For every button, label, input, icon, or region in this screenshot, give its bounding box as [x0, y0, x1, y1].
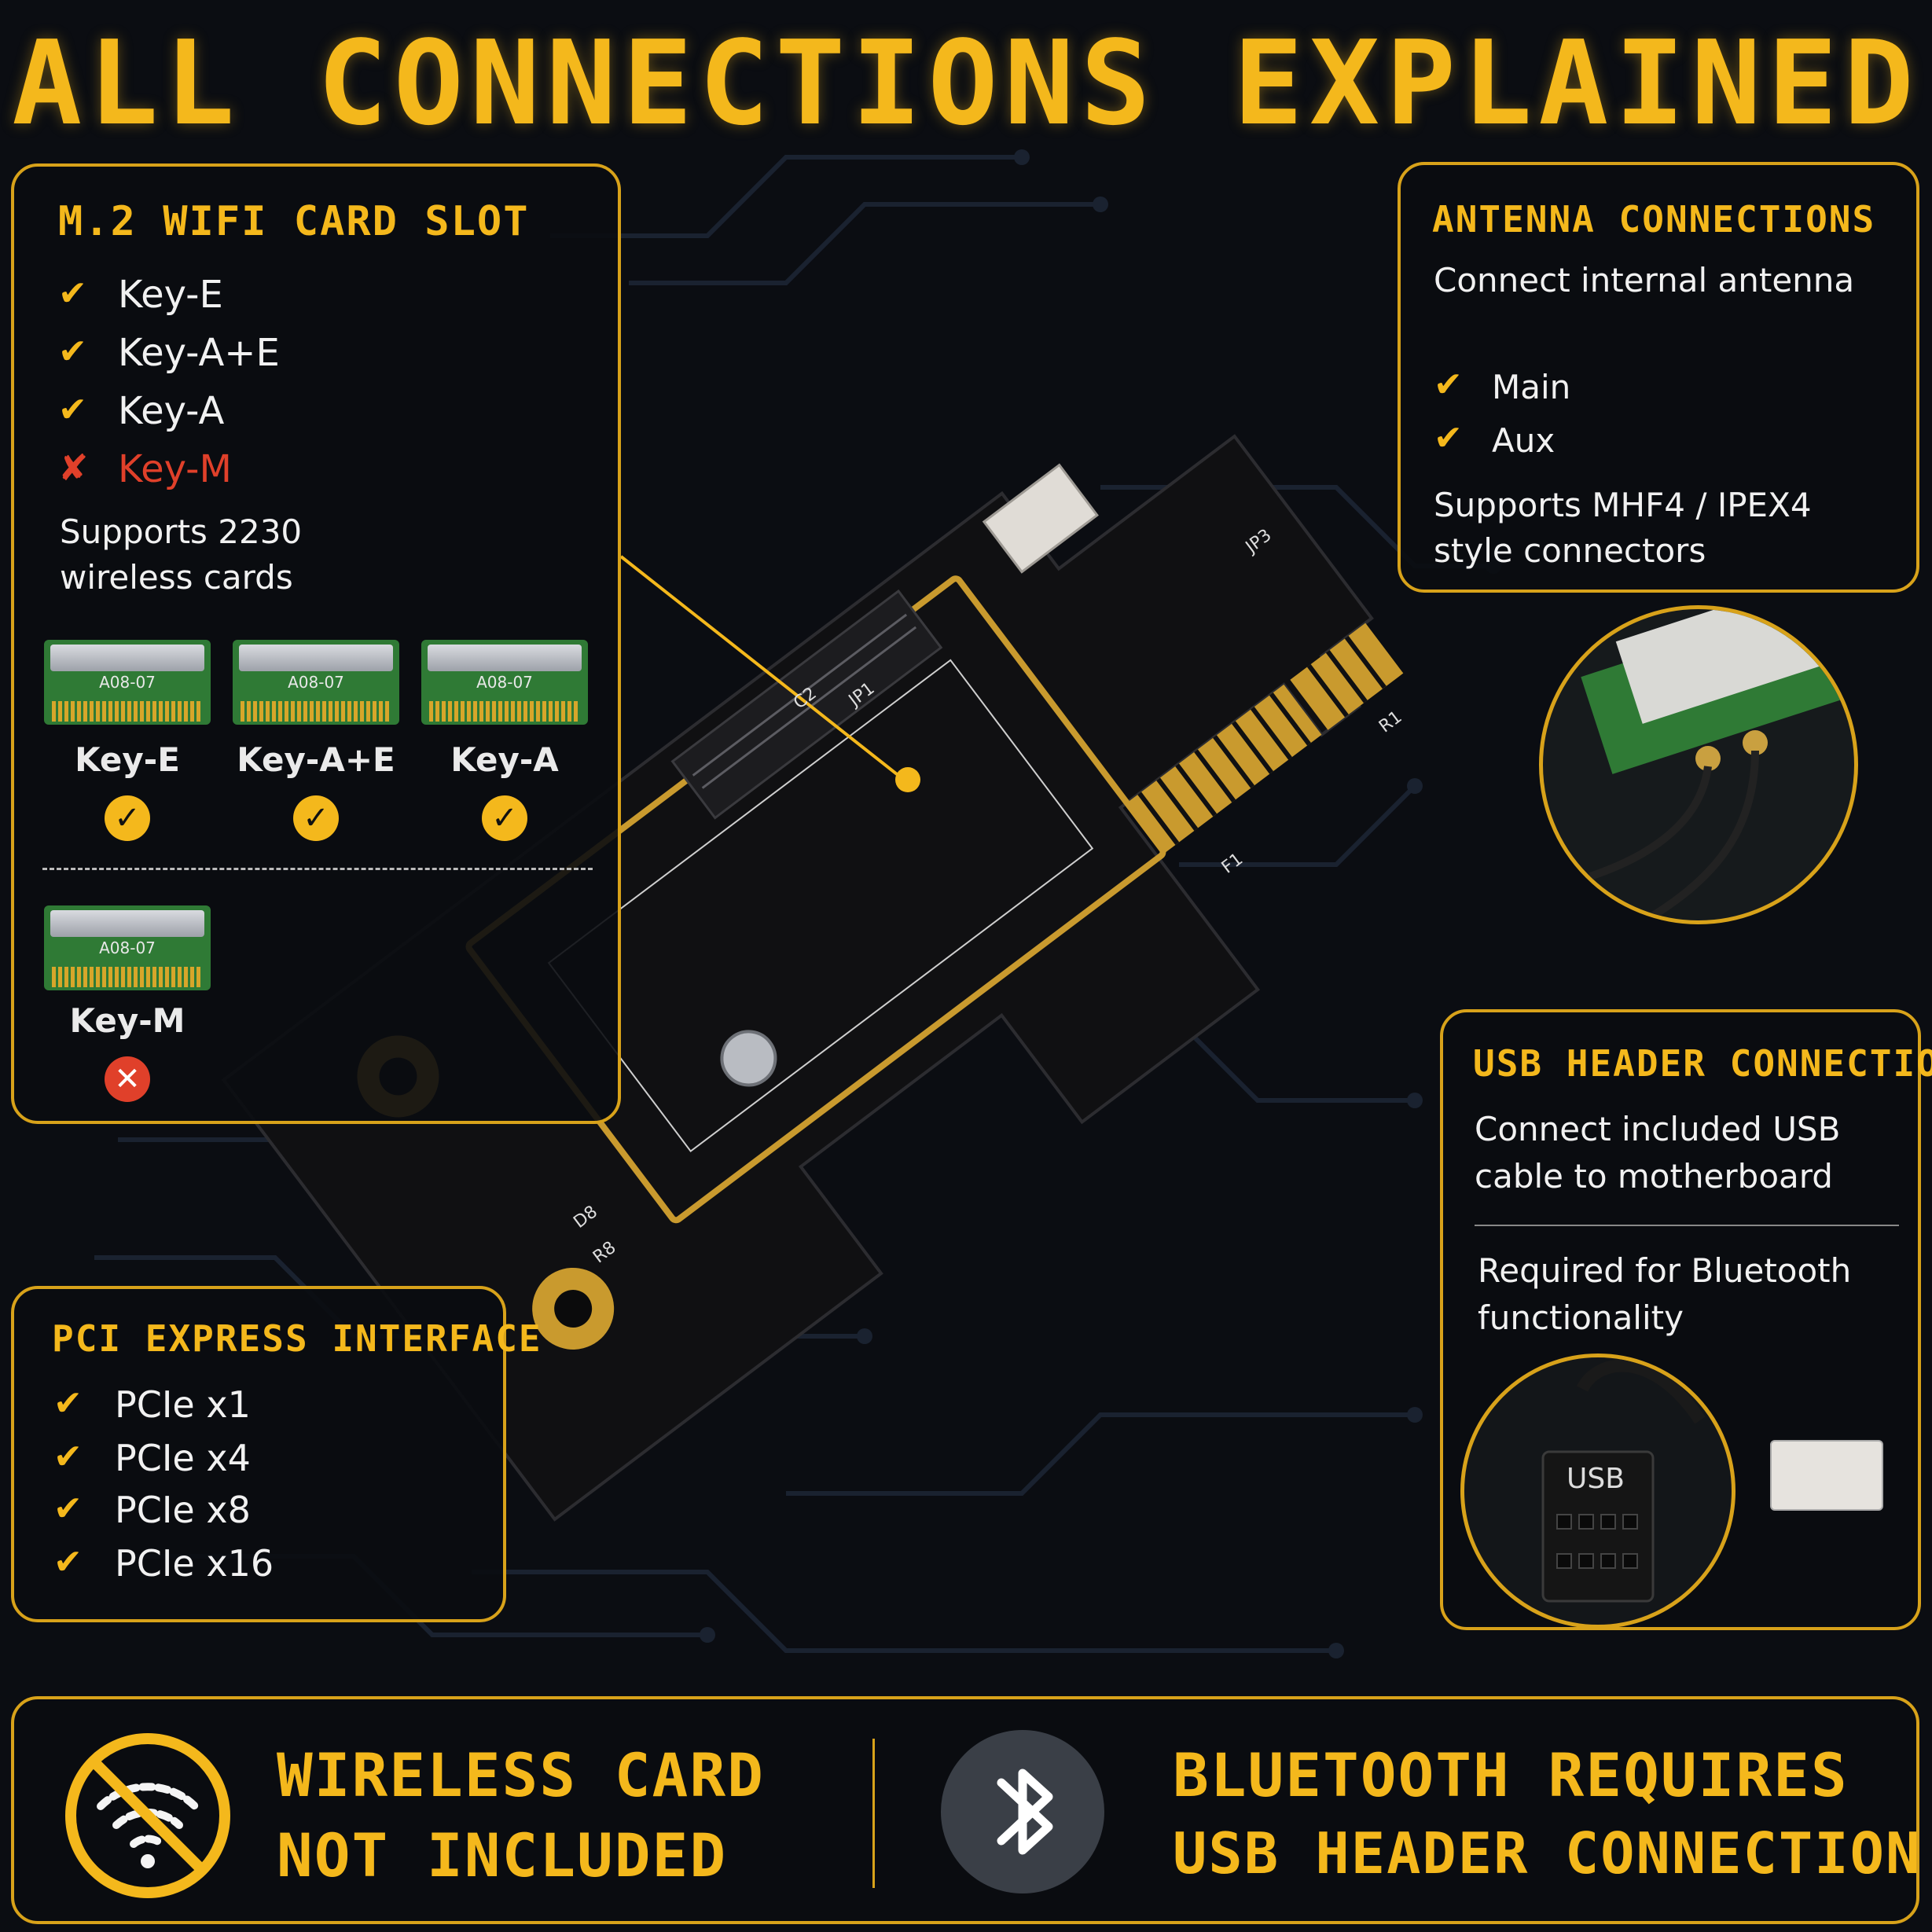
check-icon: ✔ — [1434, 418, 1463, 458]
callout-dot — [895, 767, 920, 792]
antenna-photo — [1539, 605, 1858, 924]
check-icon: ✔ — [58, 332, 87, 372]
antenna-cable-illustration — [1581, 609, 1854, 920]
antenna-note-line2: style connectors — [1434, 531, 1706, 570]
pcie-gold-fingers — [1126, 684, 1322, 854]
pcie-x16-label: PCIe x16 — [115, 1542, 274, 1585]
check-icon: ✔ — [53, 1542, 83, 1582]
key-e-label: Key-E — [118, 273, 223, 317]
card-key-a-label: Key-A — [450, 740, 559, 779]
screw — [720, 1030, 777, 1087]
m2-slot-heading: M.2 WIFI CARD SLOT — [58, 198, 530, 245]
m2-note-line1: Supports 2230 — [60, 512, 303, 551]
callout-line — [619, 555, 905, 781]
pcie-panel: PCI EXPRESS INTERFACE ✔ PCIe x1 ✔ PCIe x… — [11, 1286, 541, 1622]
usb-heading: USB HEADER CONNECTION — [1473, 1042, 1932, 1085]
key-a-label: Key-A — [118, 389, 225, 433]
divider — [42, 868, 593, 870]
usb-plug — [1770, 1440, 1883, 1511]
footer-banner: WIRELESS CARD NOT INCLUDED BLUETOOTH REQ… — [11, 1696, 1919, 1924]
antenna-heading: ANTENNA CONNECTIONS — [1432, 198, 1876, 241]
bluetooth-icon — [941, 1730, 1104, 1893]
no-wifi-icon — [65, 1733, 230, 1898]
antenna-main-label: Main — [1492, 368, 1571, 406]
antenna-subtitle: Connect internal antenna — [1434, 261, 1855, 299]
check-icon: ✔ — [58, 274, 87, 314]
footer-right-line2: USB HEADER CONNECTION — [1173, 1820, 1922, 1886]
supported-check-icon: ✓ — [293, 795, 339, 841]
pcie-heading: PCI EXPRESS INTERFACE — [52, 1317, 542, 1360]
footer-left-line2: NOT INCLUDED — [277, 1820, 728, 1890]
key-m-label: Key-M — [118, 447, 232, 491]
m2-note-line2: wireless cards — [60, 558, 293, 597]
check-icon: ✔ — [58, 390, 87, 430]
key-ae-label: Key-A+E — [118, 331, 280, 375]
cross-icon: ✘ — [58, 446, 89, 489]
unsupported-cross-icon: ✕ — [105, 1056, 150, 1102]
usb-header-illustration — [1541, 1359, 1706, 1603]
card-key-ae-label: Key-A+E — [237, 740, 395, 779]
usb-line1: Connect included USB — [1475, 1110, 1841, 1148]
supported-check-icon: ✓ — [105, 795, 150, 841]
card-key-e-image: A08-07 — [44, 640, 211, 725]
usb-cable-photo: USB — [1460, 1354, 1735, 1629]
page-title: ALL CONNECTIONS EXPLAINED — [12, 16, 1920, 151]
footer-divider — [872, 1739, 875, 1888]
usb-connector-label: USB — [1567, 1463, 1625, 1495]
usb-line3: Required for Bluetooth — [1478, 1251, 1852, 1290]
divider — [1475, 1225, 1899, 1226]
check-icon: ✔ — [53, 1489, 83, 1529]
footer-right-line1: BLUETOOTH REQUIRES — [1173, 1740, 1849, 1810]
m2-slot-panel: M.2 WIFI CARD SLOT ✔ Key-E ✔ Key-A+E ✔ K… — [11, 163, 621, 1124]
footer-left-line1: WIRELESS CARD — [277, 1740, 765, 1810]
usb-header-socket — [982, 463, 1099, 574]
usb-line2: cable to motherboard — [1475, 1157, 1833, 1196]
supported-check-icon: ✓ — [482, 795, 527, 841]
pcie-x1-label: PCIe x1 — [115, 1383, 251, 1426]
check-icon: ✔ — [53, 1383, 83, 1423]
pcie-x8-label: PCIe x8 — [115, 1489, 251, 1531]
check-icon: ✔ — [1434, 365, 1463, 405]
card-key-m-image: A08-07 — [44, 905, 211, 990]
antenna-panel: ANTENNA CONNECTIONS Connect internal ant… — [1398, 162, 1919, 593]
card-key-ae-image: A08-07 — [233, 640, 399, 725]
usb-line4: functionality — [1478, 1298, 1684, 1337]
antenna-note-line1: Supports MHF4 / IPEX4 — [1434, 486, 1812, 524]
card-key-e-label: Key-E — [75, 740, 180, 779]
card-key-m-label: Key-M — [69, 1001, 185, 1040]
pcie-x4-label: PCIe x4 — [115, 1437, 251, 1479]
antenna-aux-label: Aux — [1492, 421, 1556, 460]
check-icon: ✔ — [53, 1437, 83, 1477]
card-key-a-image: A08-07 — [421, 640, 588, 725]
